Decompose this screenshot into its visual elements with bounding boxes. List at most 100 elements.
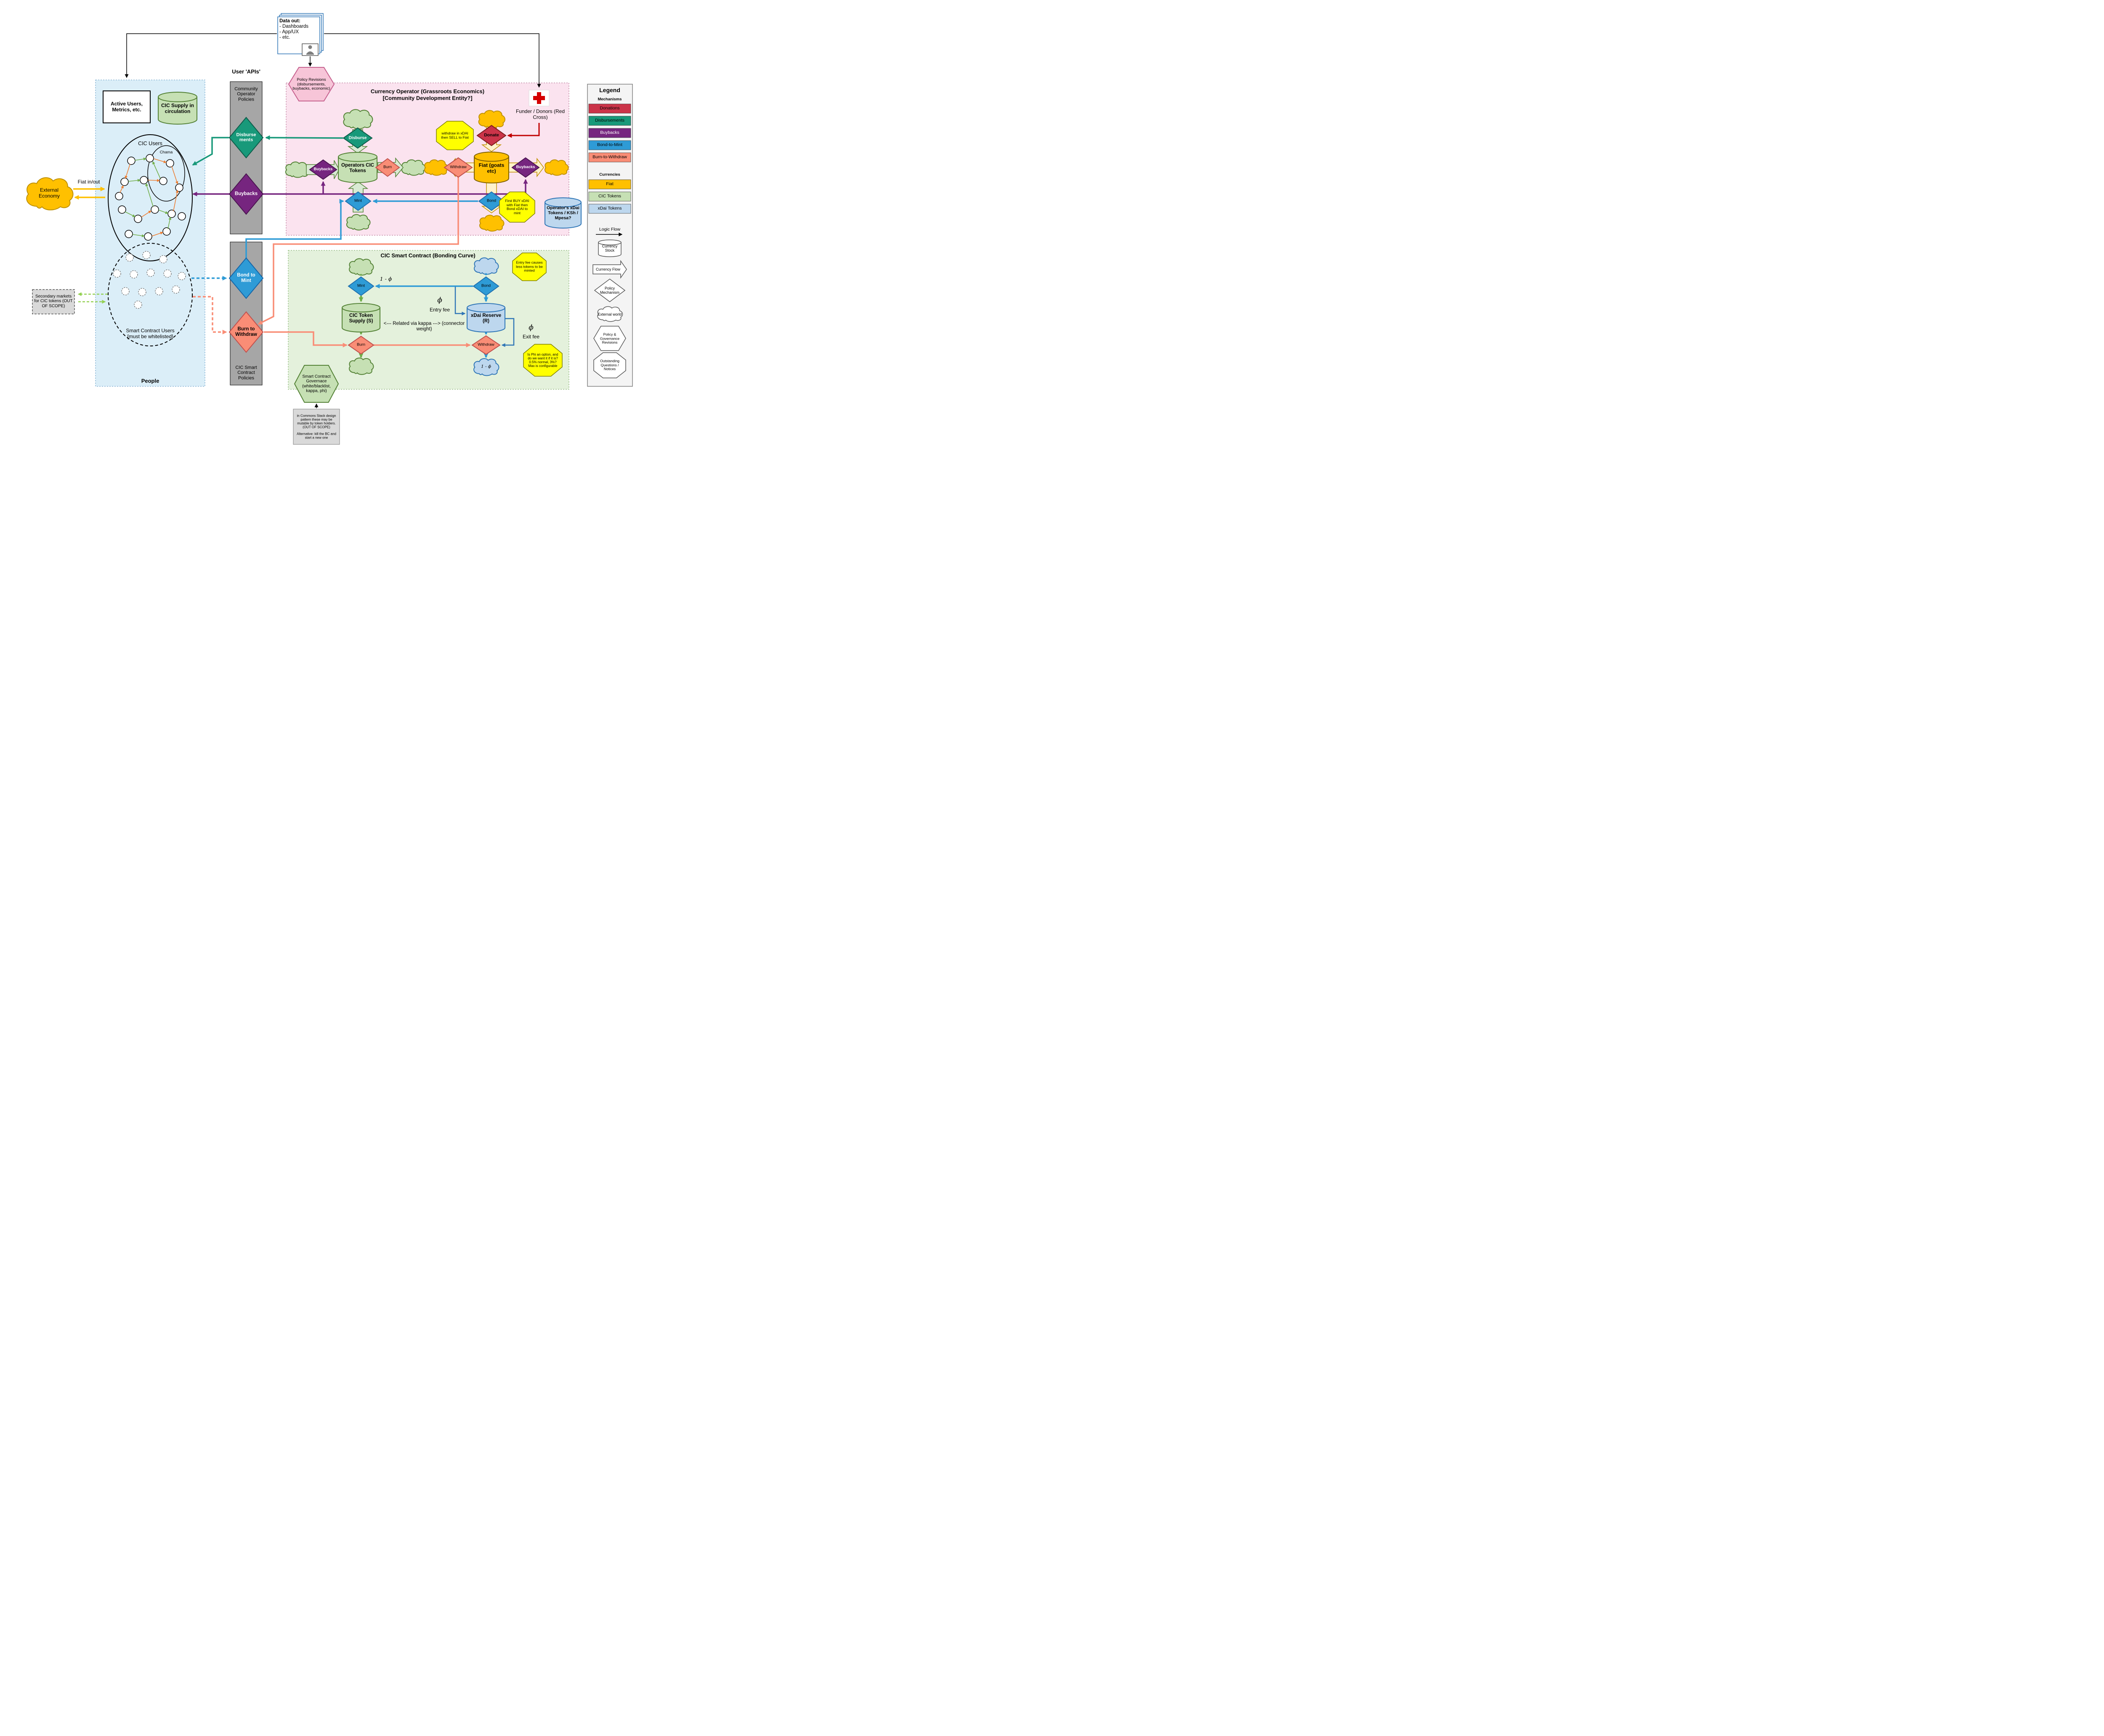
operator-buybacks-right-label: Buybacks	[516, 165, 535, 170]
people-label: People	[141, 378, 159, 384]
data-out-right-line	[324, 33, 541, 88]
funder-label: Funder / Donors (Red Cross)	[515, 108, 565, 120]
phi-note-label: Is Phi an option, and do we want it if i…	[527, 352, 558, 368]
diagram-svg	[26, 13, 652, 445]
legend-currency-stock-label: Currency Stock	[602, 244, 618, 253]
legend-donations-label: Donations	[600, 106, 620, 111]
legend-chip-donations	[588, 104, 631, 114]
legend-chip-xdai-tokens	[588, 204, 631, 214]
contract-burn-cloud	[349, 357, 374, 375]
donation-line	[507, 123, 540, 138]
one-minus-phi-cloud-label: 1 - ϕ	[481, 364, 491, 370]
commons-note-2: Alternative: kill the BC and start a new…	[297, 432, 336, 440]
policy-revisions-label: Policy Revisions (disbursements, buyback…	[292, 77, 330, 91]
bond-to-mint-label: Bond to Mint	[237, 273, 255, 283]
cic-smart-contract-policies-label: CIC Smart Contract Policies	[235, 365, 257, 381]
cic-users-ellipse	[108, 134, 193, 261]
contract-burn-label: Burn	[356, 342, 366, 347]
data-out-block: Data out: - Dashboards - App/UX - etc.	[279, 19, 318, 40]
legend-shapes	[589, 104, 631, 378]
data-out-item: - App/UX	[279, 29, 299, 35]
legend-outstanding-label: Outstanding Questions / Notices	[600, 359, 619, 371]
withdraw-to-api-line	[258, 177, 459, 325]
secondary-markets-label: Secondary markets for CIC tokens (OUT OF…	[34, 294, 73, 308]
burn-to-withdraw-label: Burn to Withdraw	[235, 327, 257, 337]
first-buy-note-label: First BUY xDAI with Fiat then Bond xDAI …	[505, 198, 529, 215]
operator-withdraw-label: Withdraw	[450, 165, 467, 170]
entry-fee-label: Entry fee	[429, 307, 450, 313]
disbursement-line-api-to-people	[192, 137, 229, 166]
one-minus-phi-label: 1 - ϕ	[380, 275, 392, 282]
legend-title: Legend	[599, 87, 620, 94]
legend-cic-tokens-label: CIC Tokens	[598, 194, 622, 199]
active-users-label: Active Users, Metrics, etc.	[110, 101, 143, 112]
kappa-note-label: <--- Related via kappa ---> (connector w…	[383, 321, 465, 332]
contract-panel-title: CIC Smart Contract (Bonding Curve)	[380, 252, 476, 259]
buybacks-label: Buybacks	[234, 191, 258, 197]
commons-note-label: in Commons Stack design pattern these ma…	[295, 414, 338, 439]
legend-currencies-header: Currencies	[599, 172, 620, 177]
contract-mint-cloud	[349, 258, 374, 276]
legend-external-world-label: External world	[598, 312, 622, 316]
chama-ellipse	[147, 145, 185, 202]
smart-contract-users-label: Smart Contract Users [must be whiteliste…	[126, 327, 175, 339]
legend-chip-buybacks	[588, 128, 631, 138]
api-to-burn-line	[264, 331, 348, 348]
diagram-canvas: Data out: - Dashboards - App/UX - etc. P…	[0, 0, 652, 455]
exit-fee-arrow	[501, 318, 515, 347]
fiat-in-out-label: Fiat in/out	[77, 179, 100, 185]
contract-mint-label: Mint	[357, 283, 365, 288]
legend-currency-flow-label: Currency Flow	[596, 267, 621, 271]
active-users-box	[103, 90, 151, 123]
secondary-markets-box	[32, 289, 75, 314]
data-out-title: Data out:	[279, 19, 300, 24]
legend-bond-to-mint-label: Bond-to-Mint	[597, 142, 623, 148]
operator-buybacks-left-label: Buybacks	[313, 167, 333, 172]
fiat-label: Fiat (goats etc)	[478, 162, 505, 174]
donate-label: Donate	[484, 133, 499, 138]
disburse-label: Disburse	[348, 136, 367, 141]
cic-token-supply-label: CIC Token Supply (S)	[349, 313, 373, 324]
legend-burn-to-withdraw-label: Burn-to-Withdraw	[592, 154, 627, 160]
smart-contract-users-ellipse	[108, 243, 193, 346]
withdraw-note-label: withdraw in xDAI then SELL to Fiat	[441, 131, 469, 139]
commons-note-1: in Commons Stack design pattern these ma…	[297, 414, 336, 429]
legend-chip-fiat	[588, 179, 631, 189]
chama-label: Chama	[159, 150, 173, 155]
buyback-in-cloud	[285, 162, 310, 178]
legend-policy-governance-label: Policy & Governance Revisions	[600, 332, 620, 345]
cic-supply-label: CIC Supply in circulation	[161, 102, 194, 114]
whitelisted-user-nodes	[113, 251, 186, 309]
disbursements-label: Disburse ments	[236, 132, 256, 143]
legend-policy-mechanism-label: Policy Mechanism	[600, 286, 619, 295]
operator-mint-label: Mint	[354, 198, 362, 203]
data-out-left-line	[125, 33, 277, 78]
data-out-item: - Dashboards	[279, 24, 309, 29]
user-network-arrows	[120, 157, 179, 237]
data-out-item: - etc.	[279, 35, 290, 40]
legend-chip-burn-to-withdraw	[588, 152, 631, 162]
fiat-buyback-cloud	[545, 160, 569, 176]
operators-cic-tokens-label: Operators CIC Tokens	[341, 163, 374, 173]
legend-chip-disbursements	[588, 116, 631, 126]
operators-xdai-label: Operator's xDai Tokens / KSh / Mpesa?	[547, 205, 579, 221]
entry-fee-phi-symbol: ϕ	[437, 296, 442, 305]
user-apis-label: User 'APIs'	[232, 68, 260, 75]
mint-source-cloud	[346, 214, 371, 231]
user-nodes	[115, 154, 186, 241]
external-economy-label: External Economy	[38, 187, 60, 199]
contract-bond-cloud	[474, 257, 499, 275]
legend-xdai-tokens-label: xDai Tokens	[598, 206, 622, 211]
xdai-reserve-label: xDai Reserve (R)	[470, 313, 502, 324]
entry-fee-arrow	[454, 287, 466, 316]
exit-fee-label: Exit fee	[522, 334, 540, 340]
person-icon	[302, 43, 319, 56]
red-cross-icon	[529, 90, 550, 106]
bond-out-cloud	[479, 215, 505, 231]
exit-fee-phi-symbol: ϕ	[529, 323, 534, 332]
disburse-source-cloud	[343, 109, 373, 129]
commons-note-box	[293, 409, 340, 445]
operator-bond-label: Bond	[486, 198, 497, 203]
entry-fee-note-label: Entry fee causes less tokens to be minte…	[516, 260, 543, 273]
bond-api-to-mint-line	[245, 199, 344, 258]
